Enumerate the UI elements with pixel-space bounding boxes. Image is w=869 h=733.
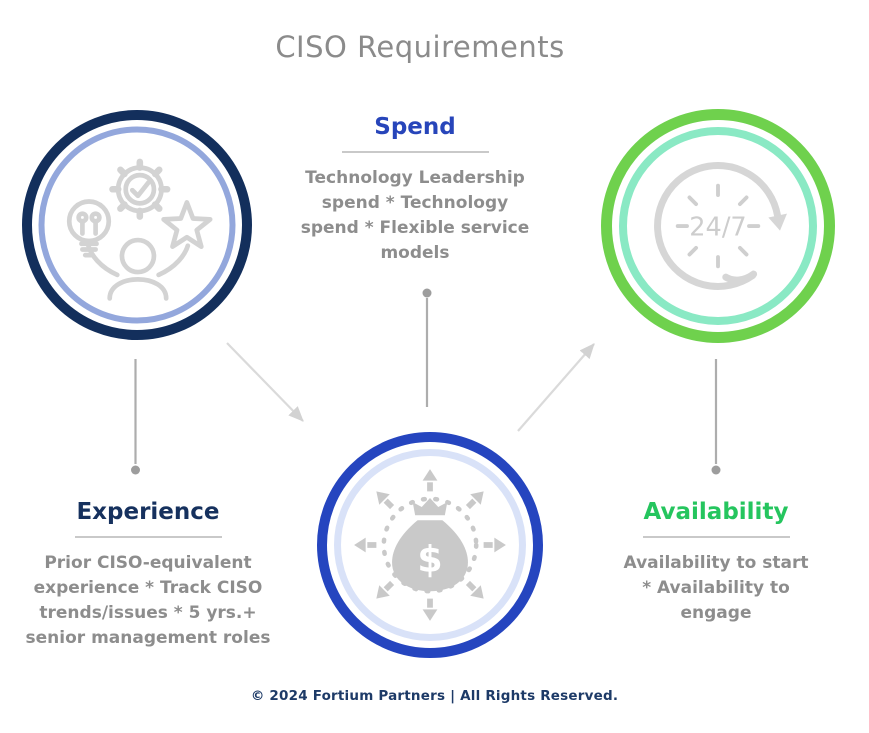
money-bag-arrows-icon: $ [354, 469, 506, 621]
page-title: CISO Requirements [275, 30, 565, 64]
connector-arrow-to-availability [517, 343, 595, 432]
person-icon [85, 237, 191, 301]
availability-divider [642, 536, 790, 538]
spend-circle-inner-ring [334, 449, 526, 641]
skills-person-icon [66, 158, 213, 301]
experience-heading: Experience [76, 499, 220, 525]
copyright-text: © 2024 Fortium Partners | All Rights Res… [250, 688, 619, 704]
experience-circle-inner-ring [38, 126, 236, 324]
star-icon [161, 200, 213, 249]
experience-body: Prior CISO-equivalent experience * Track… [25, 552, 271, 648]
spend-heading: Spend [374, 114, 456, 140]
spend-section: Spend Technology Leadership spend * Tech… [290, 112, 540, 266]
24-7-label: 24/7 [689, 212, 746, 242]
money-bag [392, 497, 468, 592]
connector-availability [711, 359, 721, 475]
experience-divider [74, 536, 222, 538]
availability-body: Availability to start * Availability to … [623, 552, 809, 623]
connector-experience [131, 359, 140, 475]
connector-spend [422, 288, 432, 407]
spend-circle: $ [317, 432, 543, 658]
radiating-arrows [354, 469, 506, 621]
availability-circle: 24/7 [601, 109, 835, 343]
spend-divider [341, 151, 489, 153]
connector-arrow-to-spend [226, 342, 304, 422]
dollar-sign: $ [417, 538, 442, 581]
24-7-clock-icon: 24/7 [654, 162, 787, 290]
clock-ticks [675, 183, 761, 269]
availability-section: Availability Availability to start * Ava… [606, 497, 826, 626]
experience-circle [22, 110, 252, 340]
availability-heading: Availability [643, 499, 789, 525]
spend-body: Technology Leadership spend * Technology… [300, 167, 530, 263]
availability-circle-inner-ring [619, 127, 817, 325]
gear-check-icon [109, 158, 171, 220]
experience-section: Experience Prior CISO-equivalent experie… [18, 497, 278, 651]
